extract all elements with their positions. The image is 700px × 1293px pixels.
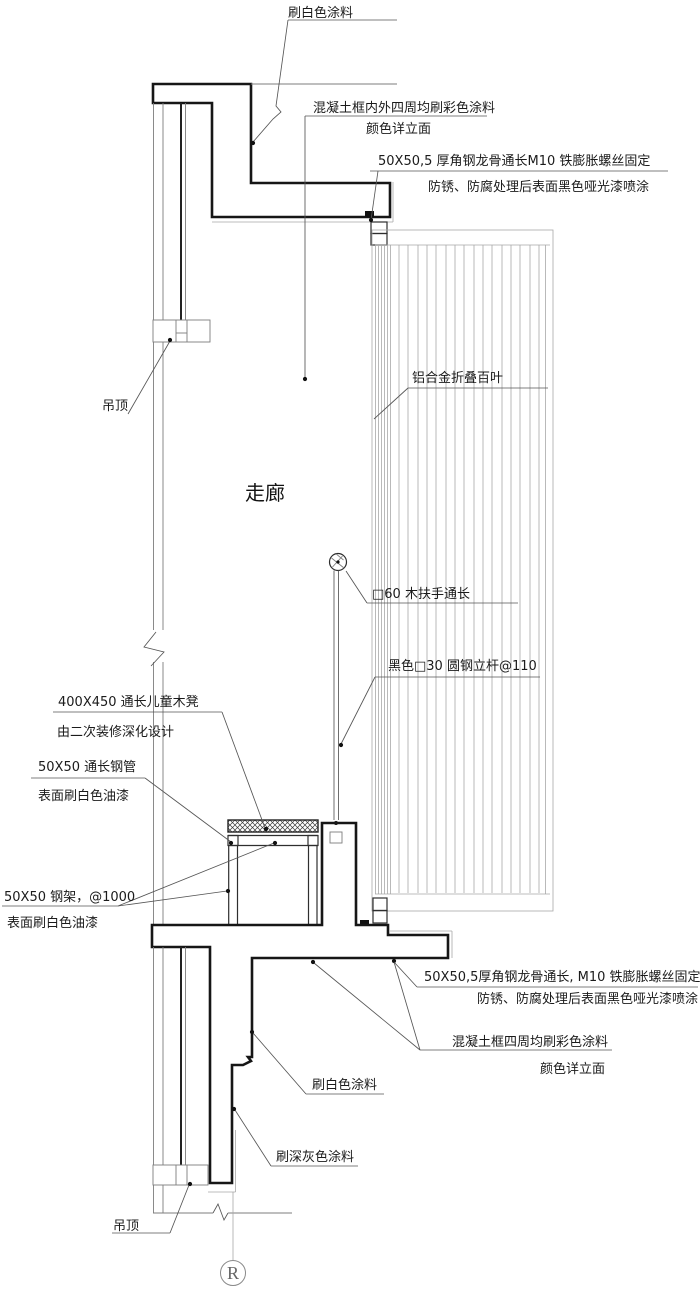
handrail-and-post (328, 552, 348, 825)
bench-seat (227, 819, 319, 833)
louver-panel (371, 229, 554, 912)
marker-circle (220, 1260, 246, 1286)
ceiling-block-bottom (152, 1164, 209, 1186)
label-bot-angle-1: 50X50,5厚角钢龙骨通长, M10 铁膨胀螺丝固定 (424, 970, 700, 985)
steel-tube-right (307, 834, 319, 847)
label-top-frame-1: 混凝土框内外四周均刷彩色涂料 (313, 100, 495, 116)
bench (227, 819, 343, 924)
label-bot-frame-1: 混凝土框四周均刷彩色涂料 (452, 1034, 608, 1050)
anchor-bolt (360, 920, 369, 926)
label-top-frame-2: 颜色详立面 (366, 121, 431, 137)
marker-letter: R (227, 1263, 239, 1283)
label-ceiling-bottom: 吊顶 (113, 1219, 139, 1234)
label-bot-gray-paint: 刷深灰色涂料 (276, 1149, 354, 1165)
label-post: 黑色□30 圆钢立杆@110 (388, 658, 537, 674)
anchor-bolt (365, 211, 374, 217)
handrail-section-circle (328, 552, 348, 572)
label-top-angle-1: 50X50,5 厚角钢龙骨通长M10 铁膨胀螺丝固定 (378, 154, 650, 169)
break-line-symbol (143, 631, 165, 667)
louver-outer-frame (371, 229, 554, 912)
label-frame-1: 50X50 钢架，@1000 (4, 890, 135, 905)
label-bot-white-paint: 刷白色涂料 (312, 1077, 377, 1093)
annotations: 刷白色涂料 混凝土框内外四周均刷彩色涂料 颜色详立面 50X50,5 厚角钢龙骨… (4, 5, 700, 1234)
label-louver: 铝合金折叠百叶 (412, 370, 503, 386)
break-line-symbol (212, 1202, 229, 1221)
lower-concrete-outline (150, 821, 450, 1185)
label-bench-1: 400X450 通长儿童木凳 (58, 694, 199, 710)
lower-concrete-wall (150, 821, 453, 1193)
upper-concrete-beam (151, 82, 397, 223)
label-bot-frame-2: 颜色详立面 (540, 1061, 605, 1077)
label-top-angle-2: 防锈、防腐处理后表面黑色哑光漆喷涂 (428, 179, 649, 195)
post-anchor (329, 831, 343, 844)
label-tube-1: 50X50 通长钢管 (38, 760, 136, 775)
label-top-white-paint: 刷白色涂料 (288, 5, 353, 21)
label-handrail: □60 木扶手通长 (372, 587, 470, 602)
upper-concrete-outline (151, 82, 392, 219)
steel-tube-left (227, 834, 239, 847)
label-tube-2: 表面刷白色油漆 (38, 788, 129, 804)
label-ceiling-top: 吊顶 (102, 399, 128, 414)
room-label: 走廊 (245, 481, 285, 505)
label-bot-angle-2: 防锈、防腐处理后表面黑色哑光漆喷涂 (477, 991, 698, 1007)
lower-window-frame (152, 947, 209, 1213)
upper-window-frame (143, 103, 211, 925)
lower-louver-bracket (360, 897, 388, 926)
label-frame-2: 表面刷白色油漆 (7, 915, 98, 931)
section-marker: R (153, 1192, 292, 1286)
ceiling-block-top (152, 319, 211, 343)
leader-lines (2, 19, 698, 1234)
label-bench-2: 由二次装修深化设计 (57, 724, 174, 740)
